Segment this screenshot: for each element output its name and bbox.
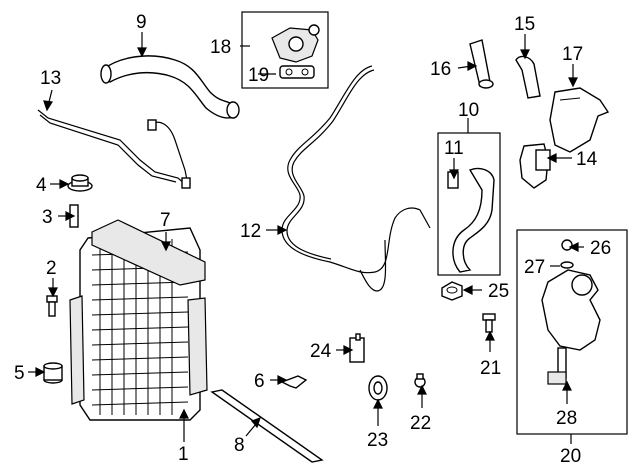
seal-8 <box>210 389 324 463</box>
thermostat-housing-box <box>241 11 329 89</box>
grommet-23 <box>368 375 388 401</box>
reservoir-17 <box>549 87 610 153</box>
callout-labels: 1 2 3 4 5 6 7 8 9 10 11 12 13 14 15 16 1… <box>14 12 611 467</box>
callout-20: 20 <box>560 446 581 467</box>
coolant-pipe <box>37 109 191 189</box>
callout-12: 12 <box>240 221 261 242</box>
callout-5: 5 <box>14 363 25 384</box>
callout-28: 28 <box>556 408 577 429</box>
bolt-21 <box>482 313 496 333</box>
callout-10: 10 <box>458 100 479 121</box>
radiator-assembly <box>69 219 208 421</box>
reservoir-kit-box <box>516 229 628 435</box>
callout-25: 25 <box>488 281 509 302</box>
callout-13: 13 <box>40 68 61 89</box>
callout-15: 15 <box>514 14 535 35</box>
callout-24: 24 <box>310 341 332 362</box>
callout-23: 23 <box>367 430 388 451</box>
mount-5 <box>43 362 63 384</box>
bolt-2 <box>46 295 58 317</box>
callout-17: 17 <box>562 44 583 65</box>
callout-21: 21 <box>480 358 501 379</box>
callout-8: 8 <box>234 435 245 456</box>
callout-27: 27 <box>524 257 545 278</box>
bracket-6 <box>280 375 308 389</box>
cap-4 <box>67 174 93 192</box>
callout-18: 18 <box>210 37 231 58</box>
long-hose <box>281 65 431 292</box>
callout-1: 1 <box>178 444 189 465</box>
callout-9: 9 <box>136 12 147 33</box>
callout-19: 19 <box>248 65 269 86</box>
callout-22: 22 <box>410 413 431 434</box>
clip-22 <box>414 373 426 388</box>
clip-24 <box>349 333 365 363</box>
callout-11: 11 <box>444 138 464 159</box>
pump-14 <box>519 143 551 189</box>
upper-hose <box>100 55 240 119</box>
callout-16: 16 <box>430 59 451 80</box>
callout-2: 2 <box>46 258 57 279</box>
callout-14: 14 <box>576 149 598 170</box>
callout-7: 7 <box>160 210 171 231</box>
hose-15 <box>515 55 541 99</box>
callout-4: 4 <box>36 175 47 196</box>
hose-16 <box>469 39 494 89</box>
leader-lines <box>28 32 584 444</box>
callout-3: 3 <box>42 207 53 228</box>
nut-25 <box>441 281 463 301</box>
callout-6: 6 <box>254 371 265 392</box>
callout-26: 26 <box>590 238 611 259</box>
